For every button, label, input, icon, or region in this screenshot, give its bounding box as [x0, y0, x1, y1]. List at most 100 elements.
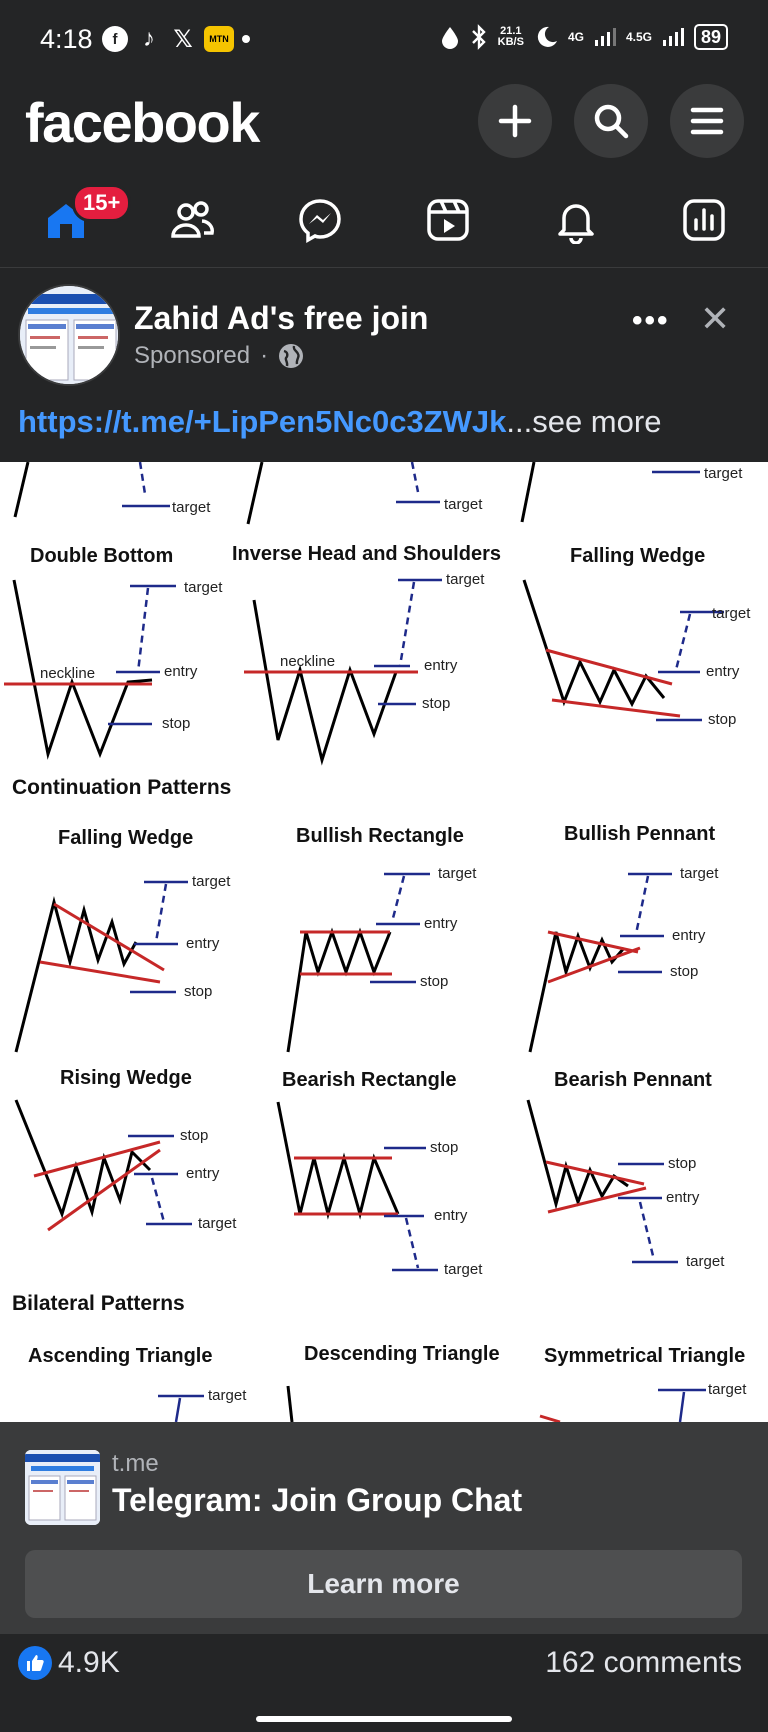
like-count[interactable]: 4.9K [58, 1646, 120, 1679]
post-image[interactable]: target target target Double Bottom Inver… [0, 462, 768, 1422]
pattern-label: entry [434, 1207, 468, 1224]
nav-notifications[interactable] [546, 190, 606, 250]
facebook-icon: f [102, 26, 128, 52]
main-nav: 15+ [0, 180, 768, 268]
page-name[interactable]: Zahid Ad's free join [134, 300, 429, 336]
pattern-title: Bearish Pennant [554, 1069, 712, 1091]
pattern-label: stop [708, 711, 736, 728]
pattern-title: Inverse Head and Shoulders [232, 543, 501, 565]
nav-video[interactable] [418, 190, 478, 250]
double-bottom-pattern: target neckline entry stop [4, 579, 223, 760]
nav-messenger[interactable] [290, 190, 350, 250]
globe-icon [279, 344, 304, 368]
see-more-link[interactable]: ...see more [506, 404, 662, 439]
pattern-label: entry [424, 657, 458, 674]
pattern-label: target [192, 873, 231, 890]
pattern-label: target [172, 499, 211, 516]
facebook-logo[interactable]: facebook [25, 91, 260, 154]
pattern-label: stop [430, 1139, 458, 1156]
home-notification-badge: 15+ [72, 184, 132, 222]
pattern-label: stop [670, 963, 698, 980]
nav-dashboard[interactable] [674, 190, 734, 250]
like-reaction-icon[interactable] [18, 1646, 52, 1680]
post-link[interactable]: https://t.me/+LipPen5Nc0c3ZWJk [18, 404, 507, 439]
falling-wedge-pattern: target entry stop [14, 873, 231, 1053]
pattern-label: entry [672, 927, 706, 944]
moon-icon [537, 26, 557, 47]
comments-count[interactable]: 162 comments [545, 1646, 742, 1679]
x-icon: 𝕏 [173, 25, 193, 53]
app-header: facebook [0, 84, 768, 180]
pattern-title: Bullish Pennant [564, 823, 715, 845]
pattern-label: entry [424, 915, 458, 932]
create-button[interactable] [478, 84, 552, 158]
messenger-icon [299, 199, 341, 244]
pattern-label: target [438, 865, 477, 882]
pattern-title: Bullish Rectangle [296, 825, 464, 847]
chart-patterns-image: target target target Double Bottom Inver… [4, 462, 751, 1422]
card-title[interactable]: Telegram: Join Group Chat [112, 1482, 523, 1518]
status-right-icons: 21.1 KB/S 4G 4.5G 89 [440, 24, 728, 50]
close-icon[interactable]: ✕ [700, 298, 731, 339]
card-domain: t.me [112, 1450, 159, 1477]
section-heading: Continuation Patterns [12, 776, 231, 799]
network-speed: 21.1 KB/S [498, 26, 524, 48]
network-4g: 4G [567, 30, 584, 44]
pattern-label: entry [666, 1189, 700, 1206]
pattern-label: target [444, 1261, 483, 1278]
pattern-title: Descending Triangle [304, 1343, 500, 1365]
nav-friends[interactable] [162, 190, 222, 250]
more-options-button[interactable]: ••• [632, 304, 670, 337]
dashboard-icon [683, 199, 725, 241]
learn-more-button[interactable]: Learn more [25, 1550, 742, 1618]
pattern-label: entry [706, 663, 740, 680]
mtn-icon: MTN [204, 26, 234, 52]
post-header: Zahid Ad's free join Sponsored · ••• ✕ [0, 268, 768, 398]
pattern-label: stop [668, 1155, 696, 1172]
pattern-label: target [446, 571, 485, 588]
bullish-rectangle-pattern: target entry stop [286, 865, 477, 1053]
pattern-label: target [198, 1215, 237, 1232]
reactions-bar: 4.9K 162 comments [0, 1634, 768, 1732]
search-button[interactable] [574, 84, 648, 158]
pattern-label: entry [186, 1165, 220, 1182]
status-time: 4:18 [40, 24, 93, 54]
menu-button[interactable] [670, 84, 744, 158]
dot-icon [242, 35, 250, 43]
pattern-label: target [208, 1387, 247, 1404]
pattern-title: Falling Wedge [58, 827, 193, 849]
nav-home[interactable]: 15+ [36, 184, 132, 250]
pattern-title: Symmetrical Triangle [544, 1345, 745, 1367]
bluetooth-icon [471, 24, 486, 50]
pattern-title: Bearish Rectangle [282, 1069, 457, 1091]
friends-icon [171, 201, 214, 238]
battery-icon: 89 [693, 24, 728, 50]
pattern-title: Ascending Triangle [28, 1345, 212, 1367]
pattern-label: stop [422, 695, 450, 712]
pattern-label: target [686, 1253, 725, 1270]
network-45g: 4.5G [625, 30, 652, 44]
video-icon [427, 199, 469, 241]
link-preview-card[interactable]: t.me Telegram: Join Group Chat Learn mor… [0, 1422, 768, 1634]
status-bar: 4:18 f ♪ 𝕏 MTN 21.1 KB/S 4G 4.5G 89 [0, 0, 768, 84]
inverse-head-shoulders-pattern: target neckline entry stop [244, 571, 485, 766]
card-thumbnail [25, 1450, 100, 1525]
search-icon [594, 104, 629, 139]
pattern-label: target [704, 465, 743, 482]
pattern-label: stop [180, 1127, 208, 1144]
home-indicator[interactable] [256, 1716, 512, 1722]
post-text: https://t.me/+LipPen5Nc0c3ZWJk...see mor… [18, 404, 661, 440]
pattern-title: Falling Wedge [570, 545, 705, 567]
pattern-label: neckline [280, 653, 335, 670]
pattern-label: stop [162, 715, 190, 732]
status-left-icons: f ♪ 𝕏 MTN [102, 25, 250, 53]
pattern-label: target [712, 605, 751, 622]
tiktok-icon: ♪ [143, 25, 155, 52]
bell-icon [558, 204, 594, 244]
pattern-label: target [680, 865, 719, 882]
page-avatar[interactable] [18, 284, 120, 386]
pattern-label: entry [186, 935, 220, 952]
drop-icon [441, 27, 458, 49]
plus-icon [498, 104, 532, 138]
thumbs-up-icon [27, 1655, 44, 1671]
